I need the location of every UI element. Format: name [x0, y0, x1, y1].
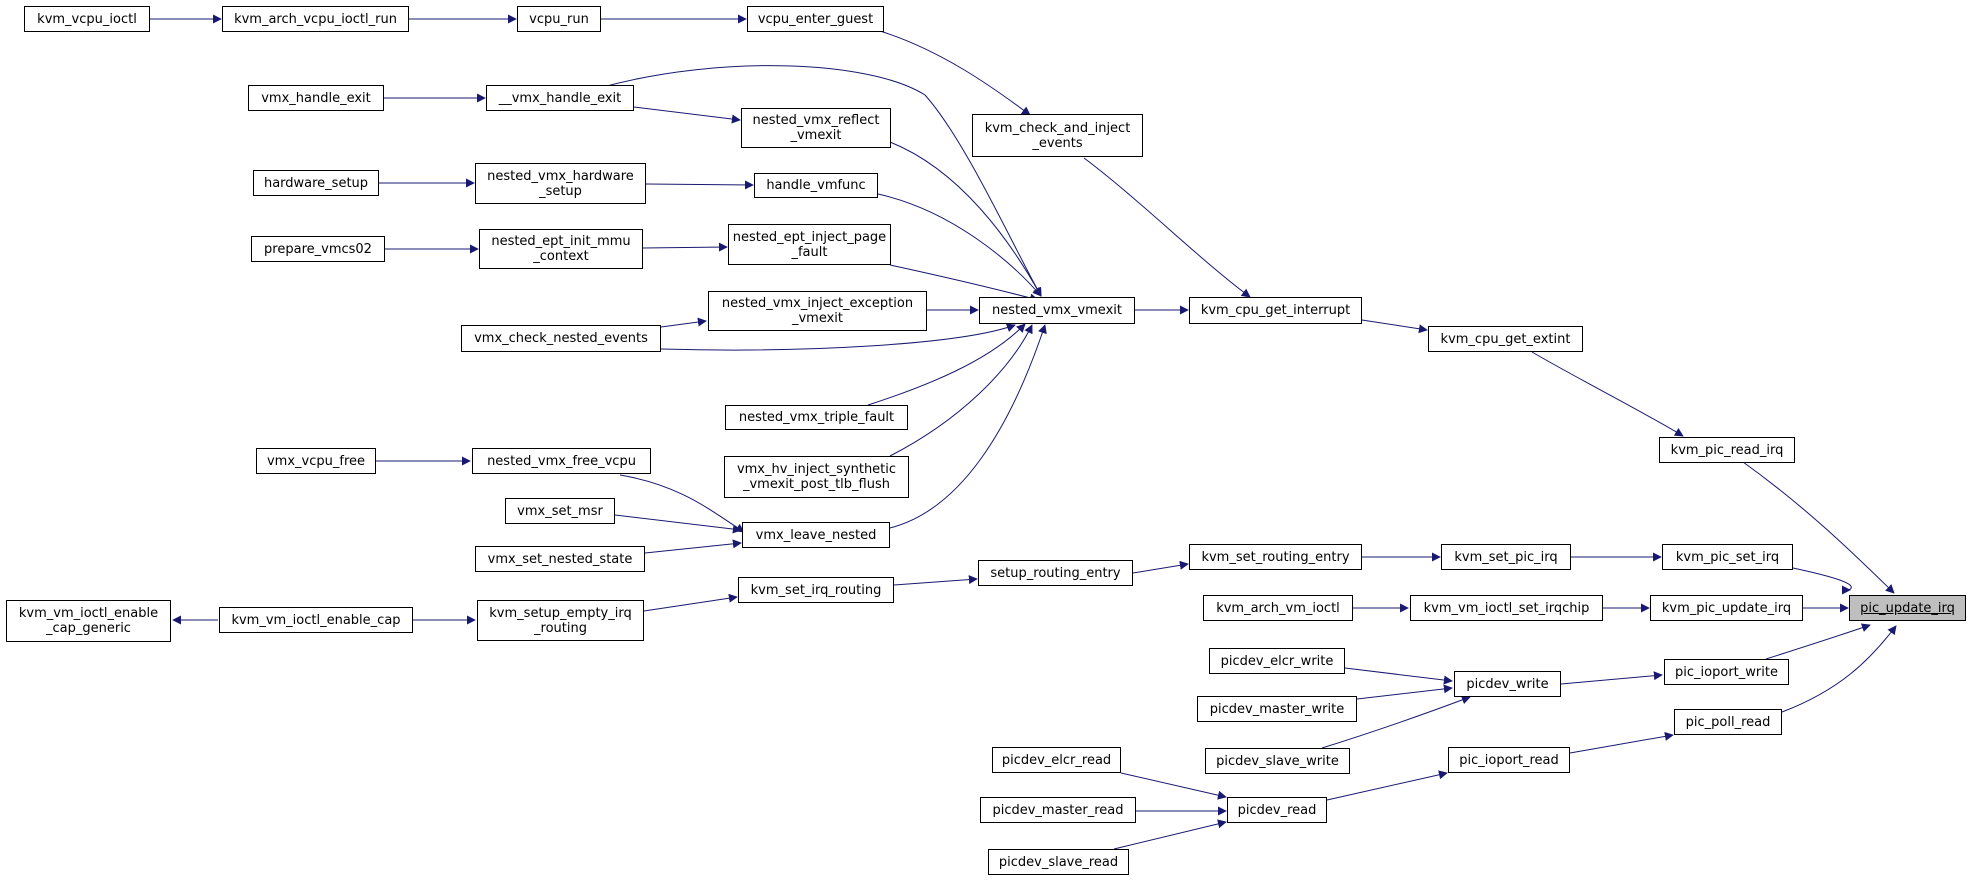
- edge-__vmx_handle_exit-to-nested_vmx_reflect_vmexit: [633, 106, 741, 124]
- edge-vmx_hv_inject_synthetic_vmexit_post_tlb_flush-to-nested_vmx_vmexit: [889, 324, 1033, 457]
- edge-vmx_set_msr-to-vmx_leave_nested: [614, 514, 742, 534]
- node-kvm_set_routing_entry[interactable]: kvm_set_routing_entry: [1189, 544, 1362, 570]
- node-pic_ioport_read[interactable]: pic_ioport_read: [1448, 747, 1570, 773]
- node-picdev_master_read[interactable]: picdev_master_read: [980, 797, 1136, 823]
- edge-vcpu_enter_guest-to-kvm_check_and_inject_events: [879, 30, 1031, 116]
- node-pic_update_irq[interactable]: pic_update_irq: [1849, 595, 1966, 621]
- node-vmx_handle_exit[interactable]: vmx_handle_exit: [248, 85, 384, 111]
- node-vmx_leave_nested[interactable]: vmx_leave_nested: [742, 522, 890, 548]
- edge-kvm_check_and_inject_events-to-kvm_cpu_get_interrupt: [1083, 157, 1251, 298]
- edge-picdev_slave_write-to-picdev_write: [1321, 695, 1471, 749]
- node-nested_vmx_triple_fault[interactable]: nested_vmx_triple_fault: [725, 405, 908, 430]
- edge-nested_vmx_hardware_setup-to-handle_vmfunc: [645, 180, 754, 190]
- edge-picdev_elcr_read-to-picdev_read: [1120, 772, 1227, 800]
- edge-vmx_check_nested_events-to-nested_vmx_inject_exception_vmexit: [660, 317, 707, 328]
- node-picdev_elcr_read[interactable]: picdev_elcr_read: [992, 747, 1121, 773]
- node-nested_vmx_reflect_vmexit[interactable]: nested_vmx_reflect _vmexit: [741, 108, 891, 148]
- edge-nested_ept_init_mmu_context-to-nested_ept_inject_page_fault: [642, 242, 728, 252]
- node-vmx_set_msr[interactable]: vmx_set_msr: [505, 498, 615, 524]
- edge-pic_ioport_read-to-pic_poll_read: [1569, 731, 1674, 754]
- node-kvm_set_irq_routing[interactable]: kvm_set_irq_routing: [738, 577, 894, 603]
- node-kvm_vm_ioctl_enable_cap[interactable]: kvm_vm_ioctl_enable_cap: [219, 607, 413, 633]
- edge-picdev_master_write-to-picdev_write: [1356, 684, 1453, 700]
- edge-setup_routing_entry-to-kvm_set_routing_entry: [1132, 560, 1189, 574]
- node-prepare_vmcs02[interactable]: prepare_vmcs02: [251, 236, 385, 262]
- node-setup_routing_entry[interactable]: setup_routing_entry: [978, 560, 1133, 586]
- node-kvm_vm_ioctl_set_irqchip[interactable]: kvm_vm_ioctl_set_irqchip: [1410, 595, 1603, 621]
- node-kvm_vcpu_ioctl[interactable]: kvm_vcpu_ioctl: [24, 6, 150, 32]
- edge-handle_vmfunc-to-nested_vmx_vmexit: [877, 193, 1042, 297]
- edge-nested_vmx_triple_fault-to-nested_vmx_vmexit: [867, 323, 1026, 406]
- edge-picdev_read-to-pic_ioport_read: [1326, 770, 1448, 801]
- edge-kvm_cpu_get_interrupt-to-kvm_cpu_get_extint: [1361, 319, 1428, 334]
- edge-vmx_set_nested_state-to-vmx_leave_nested: [644, 539, 742, 554]
- node-picdev_slave_write[interactable]: picdev_slave_write: [1205, 748, 1350, 774]
- node-pic_ioport_write[interactable]: pic_ioport_write: [1664, 659, 1789, 685]
- node-nested_vmx_vmexit[interactable]: nested_vmx_vmexit: [979, 297, 1135, 324]
- node-kvm_cpu_get_interrupt[interactable]: kvm_cpu_get_interrupt: [1189, 297, 1362, 324]
- node-picdev_master_write[interactable]: picdev_master_write: [1197, 696, 1357, 722]
- node-vmx_check_nested_events[interactable]: vmx_check_nested_events: [461, 325, 661, 352]
- edge-kvm_pic_read_irq-to-pic_update_irq: [1742, 461, 1895, 594]
- node-kvm_vm_ioctl_enable_cap_generic[interactable]: kvm_vm_ioctl_enable _cap_generic: [6, 600, 171, 642]
- node-kvm_check_and_inject_events[interactable]: kvm_check_and_inject _events: [972, 114, 1143, 157]
- node-kvm_cpu_get_extint[interactable]: kvm_cpu_get_extint: [1428, 326, 1583, 352]
- node-__vmx_handle_exit[interactable]: __vmx_handle_exit: [486, 85, 634, 111]
- node-handle_vmfunc[interactable]: handle_vmfunc: [754, 173, 878, 198]
- node-vcpu_run[interactable]: vcpu_run: [517, 6, 601, 32]
- node-nested_ept_inject_page_fault[interactable]: nested_ept_inject_page _fault: [728, 224, 891, 265]
- node-kvm_pic_set_irq[interactable]: kvm_pic_set_irq: [1662, 544, 1793, 570]
- edge-kvm_setup_empty_irq_routing-to-kvm_set_irq_routing: [643, 593, 738, 612]
- node-nested_vmx_free_vcpu[interactable]: nested_vmx_free_vcpu: [472, 448, 651, 474]
- node-nested_vmx_hardware_setup[interactable]: nested_vmx_hardware _setup: [475, 163, 646, 204]
- node-picdev_read[interactable]: picdev_read: [1227, 797, 1327, 823]
- edge-pic_ioport_write-to-pic_update_irq: [1765, 623, 1871, 660]
- node-kvm_setup_empty_irq_routing[interactable]: kvm_setup_empty_irq _routing: [477, 600, 644, 641]
- node-picdev_slave_read[interactable]: picdev_slave_read: [988, 849, 1129, 875]
- edge-nested_vmx_reflect_vmexit-to-nested_vmx_vmexit: [889, 141, 1042, 297]
- node-hardware_setup[interactable]: hardware_setup: [253, 170, 379, 196]
- node-pic_poll_read[interactable]: pic_poll_read: [1674, 709, 1782, 735]
- edge-nested_ept_inject_page_fault-to-nested_vmx_vmexit: [889, 264, 1039, 303]
- edge-__vmx_handle_exit-to-nested_vmx_vmexit: [602, 65, 1042, 297]
- edge-kvm_pic_set_irq-to-pic_update_irq: [1792, 567, 1852, 595]
- node-kvm_set_pic_irq[interactable]: kvm_set_pic_irq: [1441, 544, 1571, 570]
- edge-pic_poll_read-to-pic_update_irq: [1781, 625, 1897, 713]
- node-vmx_hv_inject_synthetic_vmexit_post_tlb_flush[interactable]: vmx_hv_inject_synthetic _vmexit_post_tlb…: [724, 456, 909, 498]
- node-kvm_pic_update_irq[interactable]: kvm_pic_update_irq: [1650, 595, 1803, 621]
- node-picdev_write[interactable]: picdev_write: [1454, 671, 1561, 697]
- node-kvm_pic_read_irq[interactable]: kvm_pic_read_irq: [1659, 437, 1795, 463]
- node-nested_ept_init_mmu_context[interactable]: nested_ept_init_mmu _context: [479, 229, 643, 269]
- edge-picdev_slave_read-to-picdev_read: [1113, 819, 1227, 850]
- node-kvm_arch_vcpu_ioctl_run[interactable]: kvm_arch_vcpu_ioctl_run: [222, 6, 409, 32]
- node-nested_vmx_inject_exception_vmexit[interactable]: nested_vmx_inject_exception _vmexit: [708, 291, 927, 331]
- edge-kvm_set_irq_routing-to-setup_routing_entry: [893, 575, 978, 586]
- edge-kvm_cpu_get_extint-to-kvm_pic_read_irq: [1531, 351, 1684, 437]
- edge-picdev_write-to-pic_ioport_write: [1560, 671, 1663, 685]
- node-vmx_set_nested_state[interactable]: vmx_set_nested_state: [475, 546, 645, 572]
- node-vcpu_enter_guest[interactable]: vcpu_enter_guest: [747, 6, 884, 32]
- edge-vmx_check_nested_events-to-nested_vmx_vmexit: [660, 323, 1016, 351]
- node-picdev_elcr_write[interactable]: picdev_elcr_write: [1209, 648, 1345, 674]
- node-kvm_arch_vm_ioctl[interactable]: kvm_arch_vm_ioctl: [1203, 595, 1353, 621]
- edge-picdev_elcr_write-to-picdev_write: [1344, 667, 1453, 685]
- edge-vmx_leave_nested-to-nested_vmx_vmexit: [889, 324, 1047, 529]
- node-vmx_vcpu_free[interactable]: vmx_vcpu_free: [256, 448, 376, 474]
